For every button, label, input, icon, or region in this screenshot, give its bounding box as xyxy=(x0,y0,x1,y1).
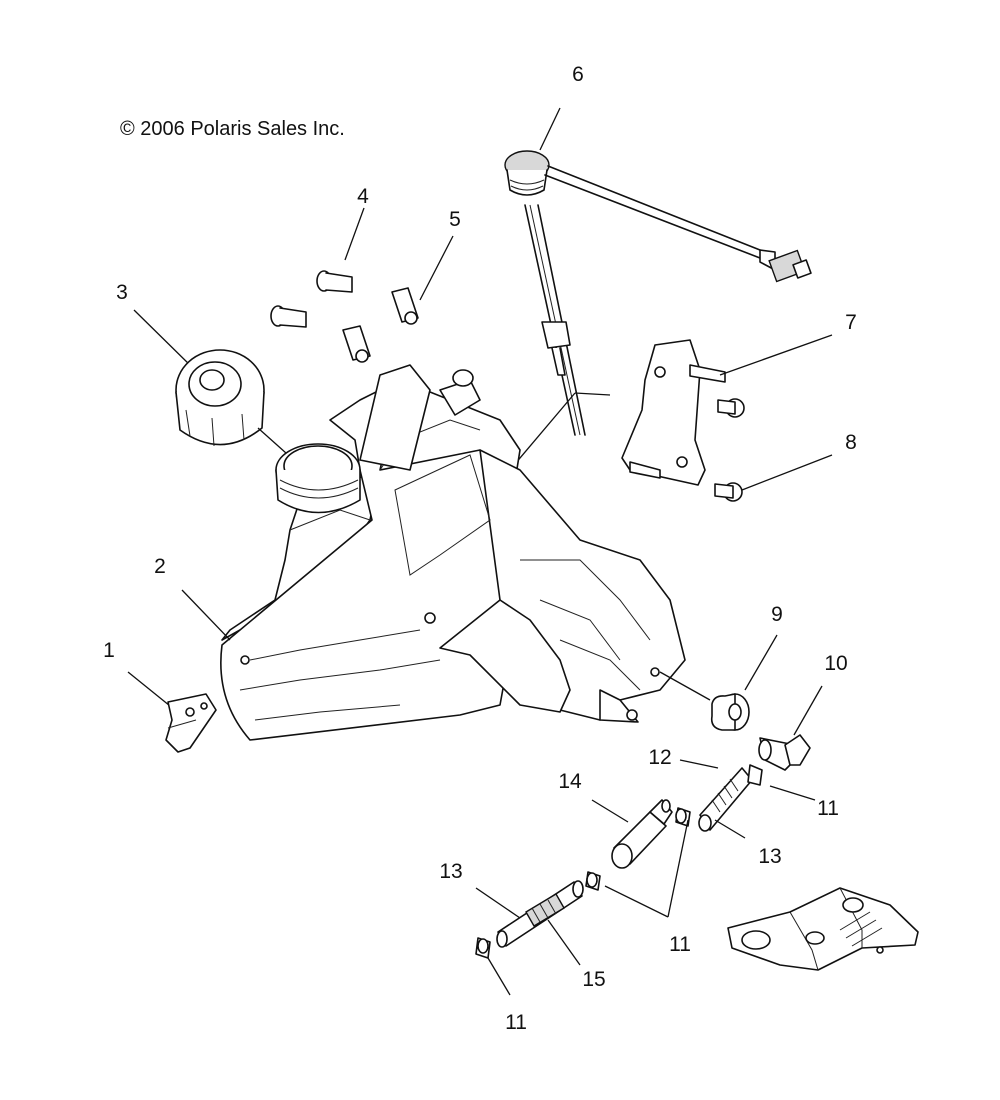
callout-11c: 11 xyxy=(505,1011,527,1034)
callout-13a: 13 xyxy=(758,845,782,868)
fuel-hose-lower xyxy=(475,880,584,966)
callout-13b: 13 xyxy=(439,860,463,883)
skid-bracket xyxy=(727,887,919,971)
callout-1: 1 xyxy=(103,639,115,662)
clip-part-1 xyxy=(127,671,217,753)
grommet-part-9 xyxy=(710,634,778,731)
callout-4: 4 xyxy=(357,185,369,208)
callout-8: 8 xyxy=(845,431,857,454)
callout-2: 2 xyxy=(154,555,166,578)
callout-11a: 11 xyxy=(817,797,839,820)
fuel-tank-part-2 xyxy=(181,364,711,741)
callout-9: 9 xyxy=(771,603,783,626)
callout-15: 15 xyxy=(582,968,606,991)
callout-10: 10 xyxy=(824,652,848,675)
callout-11b: 11 xyxy=(669,933,691,956)
fuel-sender-part-6 xyxy=(504,107,812,436)
callout-14: 14 xyxy=(558,770,582,793)
copyright-notice: © 2006 Polaris Sales Inc. xyxy=(120,118,345,140)
callout-12: 12 xyxy=(648,746,672,769)
speed-nut-part-5 xyxy=(342,235,454,363)
fuel-hose-right xyxy=(675,759,816,839)
callout-3: 3 xyxy=(116,281,128,304)
rivet-part-4 xyxy=(270,207,365,328)
fuel-filter-part-14 xyxy=(591,799,673,869)
callout-5: 5 xyxy=(449,208,461,231)
callout-6: 6 xyxy=(572,63,584,86)
elbow-fitting-part-10 xyxy=(758,685,823,771)
callout-7: 7 xyxy=(845,311,857,334)
clamps-part-11 xyxy=(475,819,689,996)
fuel-cap-part-3 xyxy=(133,309,306,471)
